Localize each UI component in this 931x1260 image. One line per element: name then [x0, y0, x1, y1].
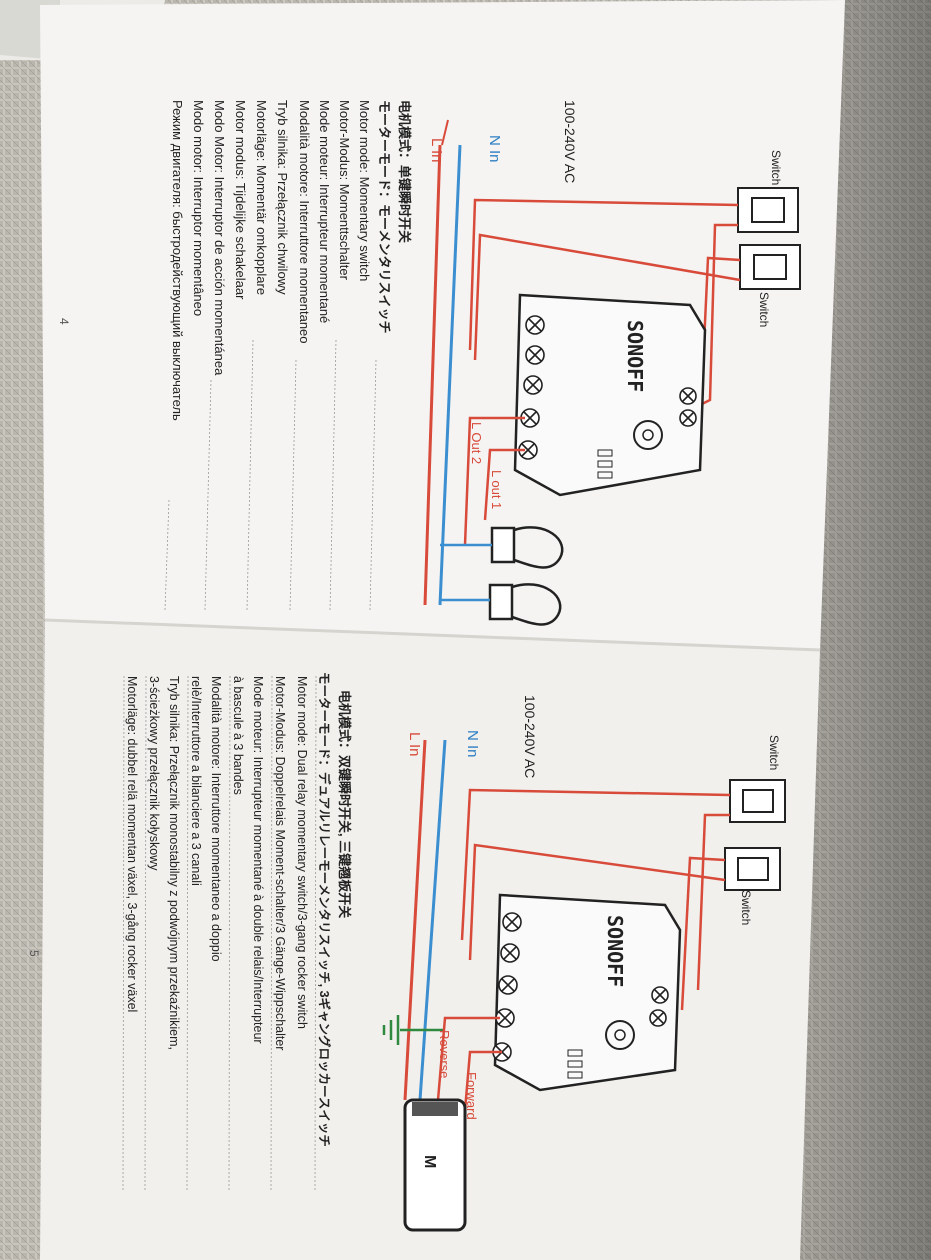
left-n-in-label: N In — [486, 135, 503, 163]
reverse-label: Reverse — [437, 1030, 452, 1078]
right-line-2: Motor mode: Dual relay momentary switch/… — [295, 676, 309, 1029]
right-l-in-label: L In — [406, 732, 423, 756]
left-bulb-2 — [488, 583, 562, 626]
right-line-3: Motor-Modus: Doppelrelais Moment-schalte… — [273, 676, 287, 1050]
left-line-8: Motor modus: Tijdelijke schakelaar — [233, 100, 248, 300]
left-text-block: 电机模式：单键瞬时开关 モーターモード：モーメンタリスイッチ Motor mod… — [57, 100, 412, 611]
ground-icon — [382, 1015, 400, 1045]
right-module — [493, 893, 682, 1092]
right-line-10: Motorläge: dubbel relä momentan växel, 3… — [125, 676, 139, 1012]
right-line-0: 电机模式：双键瞬时开关, 三键翘板开关 — [337, 690, 352, 918]
motor-label: M — [421, 1155, 438, 1168]
right-supply-label: 100-240V AC — [522, 695, 538, 778]
left-line-9: Modo Motor: Interruptor de acción moment… — [212, 100, 227, 376]
left-supply-label: 100-240V AC — [562, 100, 578, 183]
right-line-9: 3-ścieżkowy przełącznik kołyskowy — [147, 676, 161, 871]
left-bulb-1 — [490, 526, 564, 569]
left-brand: SONOFF — [623, 320, 647, 392]
right-diagram: 100-240V AC N In L In Switch Switch SONO… — [382, 695, 786, 1232]
right-line-1: モーターモード：デュアルリレーモーメンタリスイッチ, 3ギャングロッカースイッチ — [317, 672, 332, 1147]
motor — [403, 1098, 467, 1232]
left-line-2: Motor mode: Momentary switch — [357, 100, 372, 281]
left-diagram: 100-240V AC N In L In Switch Switch SONO… — [423, 100, 801, 626]
left-page-number: 4 — [57, 318, 71, 325]
left-line-7: Motorläge: Momentär omkopplare — [254, 100, 269, 295]
right-switch-2-label: Switch — [739, 890, 753, 925]
right-n-in-label: N In — [464, 730, 481, 758]
right-line-5: à bascule à 3 bandes — [231, 676, 245, 795]
right-page-number: 5 — [27, 950, 41, 957]
left-lout1-label: L out 1 — [489, 470, 504, 509]
left-line-5: Modalità motore: Interruttore momentaneo — [297, 100, 312, 344]
right-line-7: relè/Interruttore a bilanciere a 3 canal… — [189, 676, 203, 886]
left-line-4: Mode moteur: Interrupteur momentané — [317, 100, 332, 323]
forward-label: Forward — [464, 1072, 479, 1120]
right-line-6: Modalità motore: Interruttore momentaneo… — [209, 676, 223, 962]
left-switch-2-label: Switch — [757, 292, 771, 327]
left-line-11: Режим двигателя: быстродействующий выклю… — [170, 100, 185, 421]
left-lout2-label: L Out 2 — [469, 422, 484, 464]
right-line-8: Tryb silnika: Przełącznik monostabilny z… — [167, 676, 181, 1050]
left-switch-1 — [737, 187, 799, 233]
left-line-0: 电机模式：单键瞬时开关 — [397, 100, 412, 243]
right-brand: SONOFF — [603, 915, 627, 987]
right-text-block: 电机模式：双键瞬时开关, 三键翘板开关 モーターモード：デュアルリレーモーメンタ… — [27, 672, 352, 1191]
left-switch-1-label: Switch — [769, 150, 783, 185]
left-line-1: モーターモード：モーメンタリスイッチ — [377, 100, 392, 333]
left-line-10: Modo motor: Interruptor momentâneo — [191, 100, 206, 316]
right-switch-2 — [724, 847, 781, 891]
left-page — [40, 0, 845, 650]
right-switch-1 — [729, 779, 786, 823]
right-switch-1-label: Switch — [767, 735, 781, 770]
left-switch-2 — [739, 244, 801, 290]
right-line-4: Mode moteur: Interrupteur momentané à do… — [251, 676, 265, 1044]
left-line-3: Motor-Modus: Momenttschalter — [337, 100, 352, 281]
left-line-6: Tryb silnika: Przełącznik chwilowy — [275, 100, 290, 295]
